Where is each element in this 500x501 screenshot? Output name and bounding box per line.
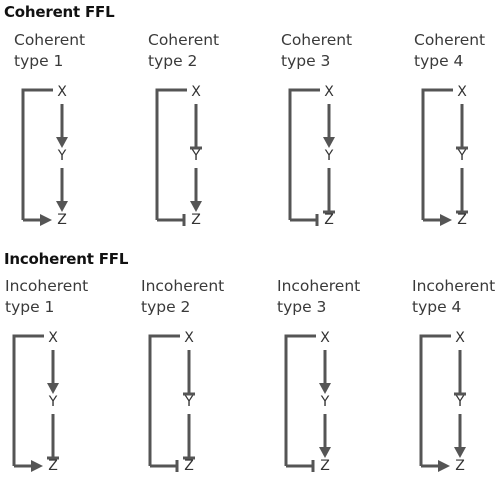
incoherent-type-2-node-z: Z	[184, 458, 194, 474]
coherent-type-3-label-line1: Coherent	[281, 31, 353, 49]
incoherent-type-4-motif: Incoherent type 4 X Y Z	[412, 276, 500, 501]
incoherent-type-4-node-x: X	[455, 330, 465, 346]
incoherent-type-1-edge-x-y	[47, 350, 59, 394]
coherent-type-3-diagram: X Y Z	[288, 84, 335, 228]
incoherent-type-3-motif: Incoherent type 3 X Y Z	[277, 276, 395, 501]
coherent-type-3-edge-x-z	[288, 88, 320, 226]
coherent-type-2-motif: Coherent type 2 X Y Z	[148, 30, 266, 255]
coherent-type-1-label: Coherent type 1	[14, 30, 85, 72]
coherent-type-1-label-line2: type 1	[14, 52, 64, 70]
coherent-type-4-node-x: X	[457, 84, 467, 100]
coherent-type-3-node-x: X	[324, 84, 334, 100]
incoherent-type-1-label-line2: type 1	[5, 298, 55, 316]
coherent-type-4-label-line2: type 4	[414, 52, 464, 70]
coherent-type-1-node-z: Z	[57, 212, 67, 228]
incoherent-type-3-edge-y-z	[319, 414, 331, 458]
coherent-type-4-node-y: Y	[457, 148, 467, 164]
coherent-type-1-node-x: X	[57, 84, 67, 100]
coherent-type-3-label: Coherent type 3	[281, 30, 352, 72]
incoherent-type-2-node-y: Y	[184, 394, 194, 410]
incoherent-type-4-node-y: Y	[455, 394, 465, 410]
incoherent-type-1-label: Incoherent type 1	[5, 276, 88, 318]
coherent-type-2-node-z: Z	[191, 212, 201, 228]
coherent-type-2-edge-x-y	[190, 104, 202, 150]
coherent-ffl-title: Coherent FFL	[4, 3, 115, 21]
incoherent-type-4-edge-x-z	[419, 334, 451, 472]
incoherent-type-4-label: Incoherent type 4	[412, 276, 495, 318]
coherent-type-4-edge-x-y	[456, 104, 468, 150]
coherent-type-3-label-line2: type 3	[281, 52, 331, 70]
incoherent-type-3-label-line1: Incoherent	[277, 277, 361, 295]
incoherent-type-2-edge-x-y	[183, 350, 195, 396]
coherent-type-3-edge-x-y	[323, 104, 335, 148]
incoherent-type-4-diagram: X Y Z	[419, 330, 466, 474]
incoherent-type-3-diagram: X Y Z	[284, 330, 331, 474]
incoherent-type-2-label-line2: type 2	[141, 298, 191, 316]
coherent-type-1-edge-y-z	[56, 168, 68, 212]
coherent-type-3-edge-y-z	[323, 168, 335, 214]
coherent-type-4-edge-y-z	[456, 168, 468, 214]
incoherent-type-2-diagram: X Y Z	[148, 330, 195, 474]
coherent-type-4-label: Coherent type 4	[414, 30, 485, 72]
incoherent-type-2-node-x: X	[184, 330, 194, 346]
coherent-type-2-node-y: Y	[191, 148, 201, 164]
incoherent-type-4-label-line2: type 4	[412, 298, 462, 316]
coherent-type-1-edge-x-y	[56, 104, 68, 148]
incoherent-type-2-edge-x-z	[148, 334, 180, 472]
coherent-type-2-label: Coherent type 2	[148, 30, 219, 72]
incoherent-type-1-motif: Incoherent type 1 X Y Z	[5, 276, 123, 501]
coherent-type-1-node-y: Y	[57, 148, 67, 164]
incoherent-type-4-node-z: Z	[455, 458, 465, 474]
incoherent-type-3-node-z: Z	[320, 458, 330, 474]
coherent-type-4-label-line1: Coherent	[414, 31, 486, 49]
coherent-type-1-edge-x-z	[21, 88, 53, 226]
incoherent-type-4-label-line1: Incoherent	[412, 277, 496, 295]
incoherent-type-3-label: Incoherent type 3	[277, 276, 360, 318]
incoherent-type-3-edge-x-z	[284, 334, 316, 472]
incoherent-type-2-motif: Incoherent type 2 X Y Z	[141, 276, 259, 501]
coherent-type-1-diagram: X Y Z	[21, 84, 68, 228]
coherent-type-1-motif: Coherent type 1 X Y Z	[14, 30, 132, 255]
coherent-type-3-node-y: Y	[324, 148, 334, 164]
incoherent-type-3-label-line2: type 3	[277, 298, 327, 316]
coherent-type-2-label-line1: Coherent	[148, 31, 220, 49]
coherent-type-2-edge-x-z	[155, 88, 187, 226]
incoherent-type-3-node-x: X	[320, 330, 330, 346]
incoherent-type-2-edge-y-z	[183, 414, 195, 460]
coherent-type-3-motif: Coherent type 3 X Y Z	[281, 30, 399, 255]
incoherent-type-1-edge-y-z	[47, 414, 59, 460]
coherent-type-4-node-z: Z	[457, 212, 467, 228]
coherent-type-4-diagram: X Y Z	[421, 84, 468, 228]
incoherent-type-4-edge-y-z	[454, 414, 466, 458]
incoherent-type-2-label-line1: Incoherent	[141, 277, 225, 295]
incoherent-type-4-edge-x-y	[454, 350, 466, 396]
incoherent-type-3-edge-x-y	[319, 350, 331, 394]
incoherent-type-1-diagram: X Y Z	[12, 330, 59, 474]
incoherent-type-1-node-y: Y	[48, 394, 58, 410]
incoherent-type-3-node-y: Y	[320, 394, 330, 410]
incoherent-type-1-label-line1: Incoherent	[5, 277, 89, 295]
coherent-type-4-edge-x-z	[421, 88, 453, 226]
coherent-type-2-node-x: X	[191, 84, 201, 100]
incoherent-type-1-edge-x-z	[12, 334, 44, 472]
incoherent-ffl-title: Incoherent FFL	[4, 250, 129, 268]
incoherent-type-2-label: Incoherent type 2	[141, 276, 224, 318]
coherent-type-2-diagram: X Y Z	[155, 84, 202, 228]
incoherent-type-1-node-z: Z	[48, 458, 58, 474]
coherent-type-3-node-z: Z	[324, 212, 334, 228]
incoherent-type-1-node-x: X	[48, 330, 58, 346]
coherent-type-1-label-line1: Coherent	[14, 31, 86, 49]
coherent-type-2-label-line2: type 2	[148, 52, 198, 70]
coherent-type-2-edge-y-z	[190, 168, 202, 212]
coherent-type-4-motif: Coherent type 4 X Y Z	[414, 30, 500, 255]
